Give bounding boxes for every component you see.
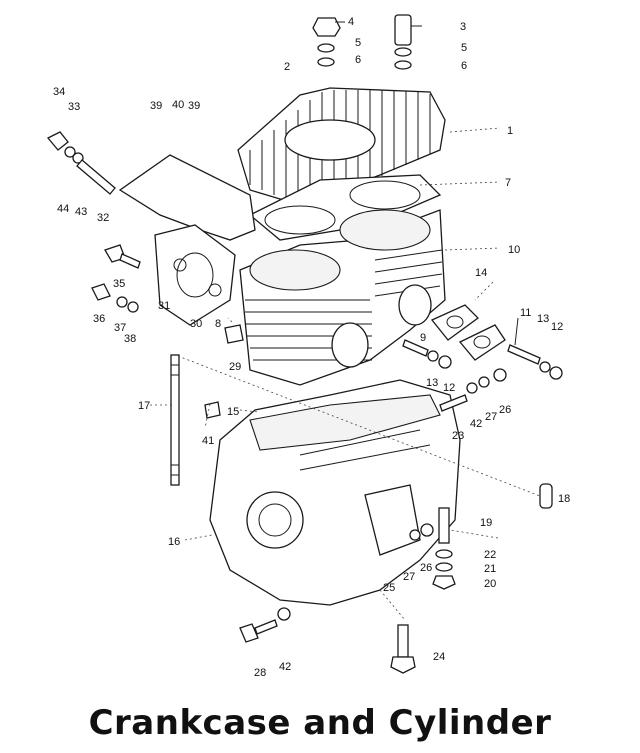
callout-12: 12 <box>551 321 563 333</box>
head-gasket <box>248 174 442 241</box>
callout-17: 17 <box>138 400 150 412</box>
callout-4: 4 <box>348 16 354 28</box>
callout-42: 42 <box>470 418 482 430</box>
callout-18: 18 <box>558 493 570 505</box>
callout-5: 5 <box>461 42 467 54</box>
callout-39: 39 <box>150 100 162 112</box>
pin-18 <box>539 483 553 509</box>
callout-24: 24 <box>433 651 445 663</box>
callout-27: 27 <box>485 411 497 423</box>
callout-1: 1 <box>507 125 513 137</box>
intake-manifold <box>118 154 256 326</box>
stud-19 <box>432 507 456 590</box>
exploded-parts-diagram: 4 3 5 5 6 6 2 34 33 39 40 39 1 7 44 43 3… <box>46 14 570 679</box>
page-title: Crankcase and Cylinder <box>88 703 552 743</box>
stud-11 <box>507 344 563 380</box>
callout-20: 20 <box>484 578 496 590</box>
callout-28: 28 <box>254 667 266 679</box>
callout-27: 27 <box>403 571 415 583</box>
cylinder-block <box>239 209 446 386</box>
stud-9 <box>402 339 452 369</box>
callout-29: 29 <box>229 361 241 373</box>
callout-35: 35 <box>113 278 125 290</box>
callout-30: 30 <box>190 318 202 330</box>
callout-22: 22 <box>484 549 496 561</box>
callout-15: 15 <box>227 406 239 418</box>
callout-33: 33 <box>68 101 80 113</box>
callout-9: 9 <box>420 332 426 344</box>
bolt-35 <box>104 244 141 269</box>
bolt-32 <box>46 131 116 195</box>
callout-11: 11 <box>520 307 531 319</box>
callout-31: 31 <box>158 300 170 312</box>
leader-lines <box>150 21 541 621</box>
bolt-28 <box>239 607 291 643</box>
nut-4 <box>312 17 341 67</box>
callout-23: 23 <box>452 430 464 442</box>
callout-5: 5 <box>355 37 361 49</box>
callout-43: 43 <box>75 206 87 218</box>
dowel-41 <box>204 401 221 419</box>
callout-41: 41 <box>202 435 214 447</box>
callout-37: 37 <box>114 322 126 334</box>
callout-39: 39 <box>188 100 200 112</box>
callout-40: 40 <box>172 99 184 111</box>
callout-12: 12 <box>443 382 455 394</box>
exhaust-flanges <box>430 304 506 361</box>
callout-6: 6 <box>355 54 361 66</box>
callout-25: 25 <box>383 582 395 594</box>
callout-34: 34 <box>53 86 65 98</box>
callout-13: 13 <box>537 313 549 325</box>
callout-8: 8 <box>215 318 221 330</box>
crankcase <box>209 379 461 606</box>
callout-32: 32 <box>97 212 109 224</box>
long-stud <box>170 354 180 486</box>
callout-10: 10 <box>508 244 520 256</box>
callout-16: 16 <box>168 536 180 548</box>
bolt-24 <box>390 624 416 674</box>
callout-26: 26 <box>499 404 511 416</box>
callout-14: 14 <box>475 267 487 279</box>
plug-29 <box>224 324 244 344</box>
callout-38: 38 <box>124 333 136 345</box>
callout-3: 3 <box>460 21 466 33</box>
callout-42: 42 <box>279 661 291 673</box>
washers-27-26 <box>409 523 434 541</box>
bolt-36 <box>91 283 139 313</box>
callout-6: 6 <box>461 60 467 72</box>
callout-44: 44 <box>57 203 69 215</box>
callout-19: 19 <box>480 517 492 529</box>
callout-13: 13 <box>426 377 438 389</box>
stud-23 <box>439 368 507 412</box>
callout-labels: 4 3 5 5 6 6 2 34 33 39 40 39 1 7 44 43 3… <box>53 16 570 679</box>
cylinder-head <box>237 87 446 206</box>
callout-2: 2 <box>284 61 290 73</box>
callout-21: 21 <box>484 563 496 575</box>
callout-26: 26 <box>420 562 432 574</box>
cap-nut-3 <box>394 14 412 70</box>
callout-36: 36 <box>93 313 105 325</box>
callout-7: 7 <box>505 177 511 189</box>
